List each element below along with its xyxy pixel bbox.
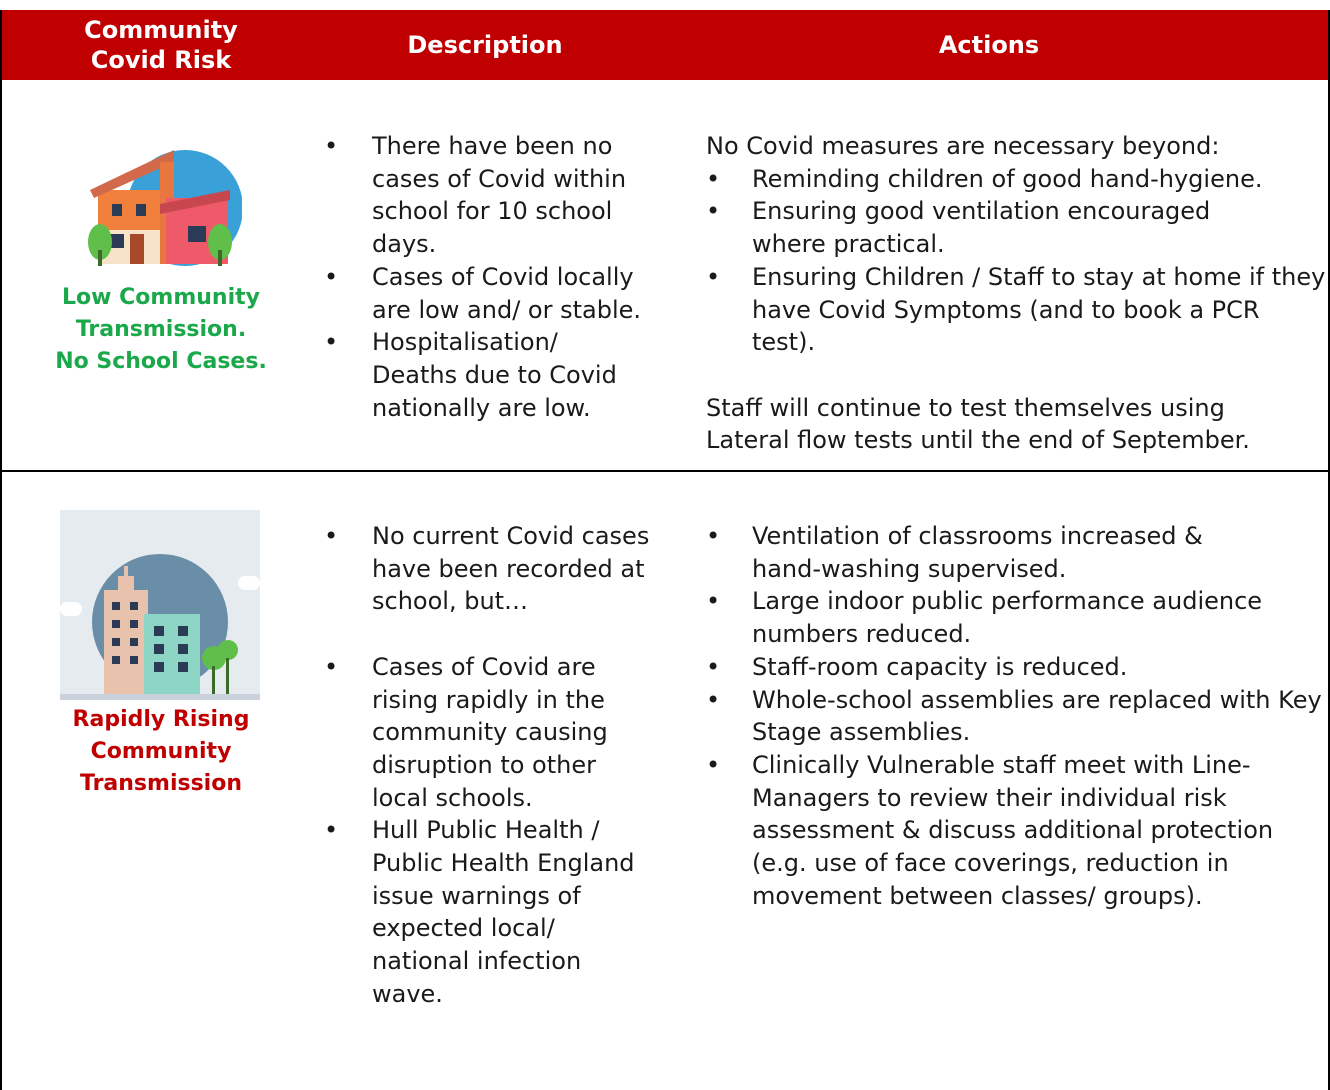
description-cell: There have been no cases of Covid within…: [320, 130, 650, 424]
header-community-covid-risk: Community Covid Risk: [84, 16, 238, 74]
risk-level-rapidly-rising: Rapidly Rising Community Transmission: [72, 707, 250, 796]
actions-cell: Ventilation of classrooms increased & ha…: [650, 520, 1326, 912]
list-item: Staff-room capacity is reduced.: [650, 651, 1326, 684]
table-row: Rapidly Rising Community Transmission No…: [2, 472, 1328, 1090]
list-item: Ensuring good ventilation encouraged whe…: [650, 195, 1326, 260]
table-row: Low Community Transmission. No School Ca…: [2, 80, 1328, 472]
table-header: Community Covid Risk Description Actions: [2, 10, 1328, 80]
list-item: Hospitalisation/ Deaths due to Covid nat…: [320, 326, 650, 424]
house-icon: [88, 150, 242, 266]
list-item: No current Covid cases have been recorde…: [320, 520, 650, 618]
list-item: Reminding children of good hand-hygiene.: [650, 163, 1326, 196]
list-item: Ensuring Children / Staff to stay at hom…: [650, 261, 1326, 359]
description-cell: No current Covid cases have been recorde…: [320, 520, 650, 1011]
actions-intro: No Covid measures are necessary beyond:: [706, 132, 1220, 160]
actions-cell: No Covid measures are necessary beyond: …: [650, 130, 1326, 457]
list-item: Ventilation of classrooms increased & ha…: [650, 520, 1326, 585]
list-item: There have been no cases of Covid within…: [320, 130, 650, 261]
list-item: Whole-school assemblies are replaced wit…: [650, 684, 1326, 749]
header-actions: Actions: [938, 31, 1040, 59]
covid-risk-table: Community Covid Risk Description Actions…: [0, 10, 1330, 1090]
risk-level-low: Low Community Transmission. No School Ca…: [55, 285, 267, 374]
city-night-icon: [60, 510, 260, 700]
list-item: Cases of Covid locally are low and/ or s…: [320, 261, 650, 326]
list-item: Hull Public Health / Public Health Engla…: [320, 814, 650, 1010]
header-description: Description: [407, 31, 563, 59]
list-item: Clinically Vulnerable staff meet with Li…: [650, 749, 1326, 913]
actions-outro: Staff will continue to test themselves u…: [706, 393, 1250, 455]
list-item: Large indoor public performance audience…: [650, 585, 1326, 650]
list-item: Cases of Covid are rising rapidly in the…: [320, 651, 650, 815]
